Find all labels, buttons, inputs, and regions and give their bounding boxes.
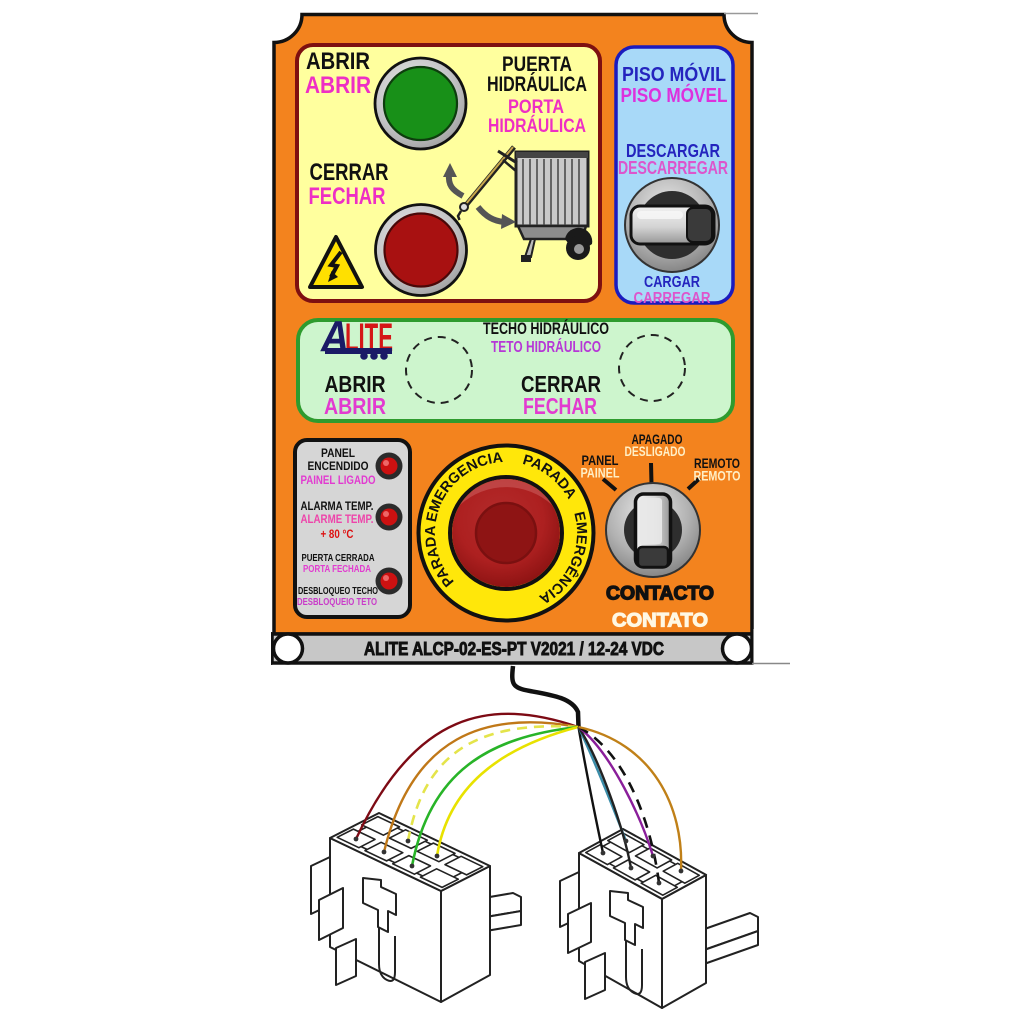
svg-text:REMOTO: REMOTO	[694, 469, 741, 484]
svg-text:FECHAR: FECHAR	[309, 183, 386, 210]
svg-text:PAINEL LIGADO: PAINEL LIGADO	[301, 475, 376, 487]
svg-text:PORTA: PORTA	[508, 97, 564, 118]
svg-text:ABRIR: ABRIR	[324, 393, 386, 419]
svg-text:HIDRÁULICA: HIDRÁULICA	[488, 115, 586, 137]
svg-text:HIDRÁULICA: HIDRÁULICA	[487, 73, 587, 96]
svg-text:PANEL: PANEL	[321, 446, 355, 460]
svg-text:+ 80 °C: + 80 °C	[321, 529, 354, 541]
svg-text:CARREGAR: CARREGAR	[634, 290, 711, 307]
svg-text:PAINEL: PAINEL	[581, 466, 620, 481]
svg-text:CERRAR: CERRAR	[521, 371, 601, 397]
svg-text:PORTA FECHADA: PORTA FECHADA	[303, 564, 371, 575]
svg-text:CONTACTO: CONTACTO	[606, 584, 714, 605]
svg-text:PANEL: PANEL	[582, 453, 619, 468]
svg-text:ABRIR: ABRIR	[306, 48, 370, 75]
svg-text:DESCARREGAR: DESCARREGAR	[618, 158, 728, 178]
svg-text:CERRAR: CERRAR	[310, 159, 389, 186]
svg-text:DESLIGADO: DESLIGADO	[625, 444, 686, 459]
svg-text:PISO MÓVIL: PISO MÓVIL	[622, 62, 726, 86]
svg-text:PUERTA CERRADA: PUERTA CERRADA	[302, 552, 375, 564]
svg-text:PISO MÓVEL: PISO MÓVEL	[621, 83, 728, 107]
svg-text:TETO HIDRÁULICO: TETO HIDRÁULICO	[491, 337, 601, 356]
svg-text:APAGADO: APAGADO	[632, 432, 683, 447]
svg-text:CONTATO: CONTATO	[612, 610, 708, 632]
svg-text:ALARME TEMP.: ALARME TEMP.	[301, 514, 374, 526]
svg-text:ABRIR: ABRIR	[305, 72, 371, 99]
svg-text:ALARMA TEMP.: ALARMA TEMP.	[301, 499, 374, 513]
svg-text:DESCARGAR: DESCARGAR	[626, 141, 720, 161]
svg-text:CARGAR: CARGAR	[644, 274, 700, 291]
svg-text:PUERTA: PUERTA	[502, 53, 572, 76]
svg-text:ALITE ALCP-02-ES-PT V2021 / 12: ALITE ALCP-02-ES-PT V2021 / 12-24 VDC	[364, 639, 664, 659]
svg-text:DESBLOQUEO TECHO: DESBLOQUEO TECHO	[298, 586, 378, 597]
svg-text:DESBLOQUEIO TETO: DESBLOQUEIO TETO	[297, 597, 377, 608]
svg-text:ABRIR: ABRIR	[325, 371, 386, 397]
svg-text:FECHAR: FECHAR	[523, 393, 597, 419]
svg-text:TECHO HIDRÁULICO: TECHO HIDRÁULICO	[483, 319, 609, 338]
svg-text:ENCENDIDO: ENCENDIDO	[308, 459, 369, 473]
svg-text:REMOTO: REMOTO	[694, 456, 740, 471]
